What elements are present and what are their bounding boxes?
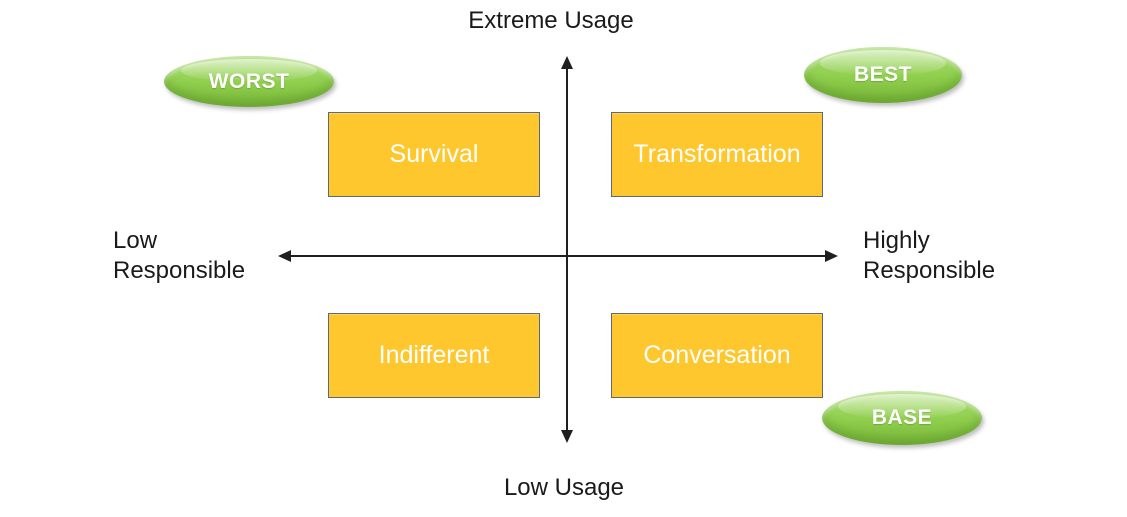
badge-base: BASE xyxy=(822,391,982,445)
badge-best: BEST xyxy=(804,47,962,103)
arrow-left-icon xyxy=(278,250,291,262)
badge-best-label: BEST xyxy=(853,63,912,86)
arrow-down-icon xyxy=(561,430,573,443)
badge-worst-label: WORST xyxy=(208,69,290,93)
quadrant-box-indifferent: Indifferent xyxy=(328,313,540,398)
horizontal-axis-line xyxy=(289,255,829,257)
axis-label-highly-responsible-line2: Responsible xyxy=(863,257,996,284)
axis-label-highly-responsible-line1: Highly xyxy=(863,227,930,254)
badge-base-label: BASE xyxy=(871,406,933,429)
axis-label-highly-responsible: Highly Responsible xyxy=(863,226,995,286)
axis-label-low-usage: Low Usage xyxy=(503,474,625,501)
quadrant-box-indifferent-label: Indifferent xyxy=(378,341,490,369)
arrow-right-icon xyxy=(825,250,838,262)
quadrant-box-survival-label: Survival xyxy=(389,140,479,168)
vertical-axis-line xyxy=(566,66,568,432)
axis-label-low-responsible: Low Responsible xyxy=(113,226,245,286)
quadrant-box-conversation: Conversation xyxy=(611,313,823,398)
badge-worst: WORST xyxy=(164,56,334,107)
quadrant-box-transformation-label: Transformation xyxy=(633,140,801,168)
quadrant-box-survival: Survival xyxy=(328,112,540,197)
quadrant-box-transformation: Transformation xyxy=(611,112,823,197)
axis-label-extreme-usage: Extreme Usage xyxy=(468,7,634,34)
axis-label-low-responsible-line1: Low xyxy=(113,227,158,254)
quadrant-box-conversation-label: Conversation xyxy=(643,341,791,369)
axis-label-low-responsible-line2: Responsible xyxy=(113,257,246,284)
arrow-up-icon xyxy=(561,56,573,69)
